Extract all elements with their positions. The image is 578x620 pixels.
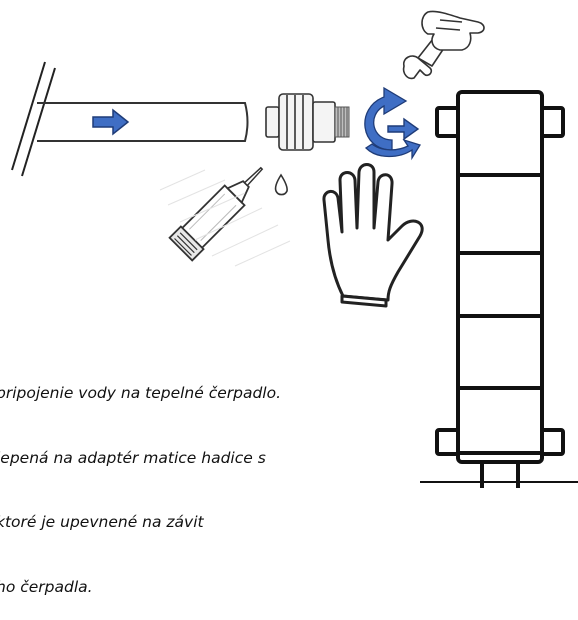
connection-arrow-icon [387,117,420,141]
hand-with-wrench-icon [402,10,485,80]
caption-line-3: ktoré je upevnené na závit [0,513,204,531]
caption-text: pripojenie vody na tepelné čerpadlo. lep… [0,340,416,620]
caption-line-4: ho čerpadla. [0,577,93,596]
pipe-adapter-fitting-icon [265,93,350,151]
rotate-arrow-icon [364,86,421,161]
heat-pump-unit-icon [420,90,578,488]
caption-line-2: lepená na adaptér matice hadice s [0,448,266,467]
water-pipe [37,102,249,142]
glue-drop-icon [274,173,288,196]
flow-arrow-icon [92,108,130,136]
shadow-hatching [159,169,291,267]
installation-diagram [11,10,578,488]
raised-hand-icon [322,163,424,308]
caption-line-1: pripojenie vody na tepelné čerpadlo. [0,384,282,402]
wall-mount [11,61,56,177]
glue-tube-icon [168,166,264,262]
